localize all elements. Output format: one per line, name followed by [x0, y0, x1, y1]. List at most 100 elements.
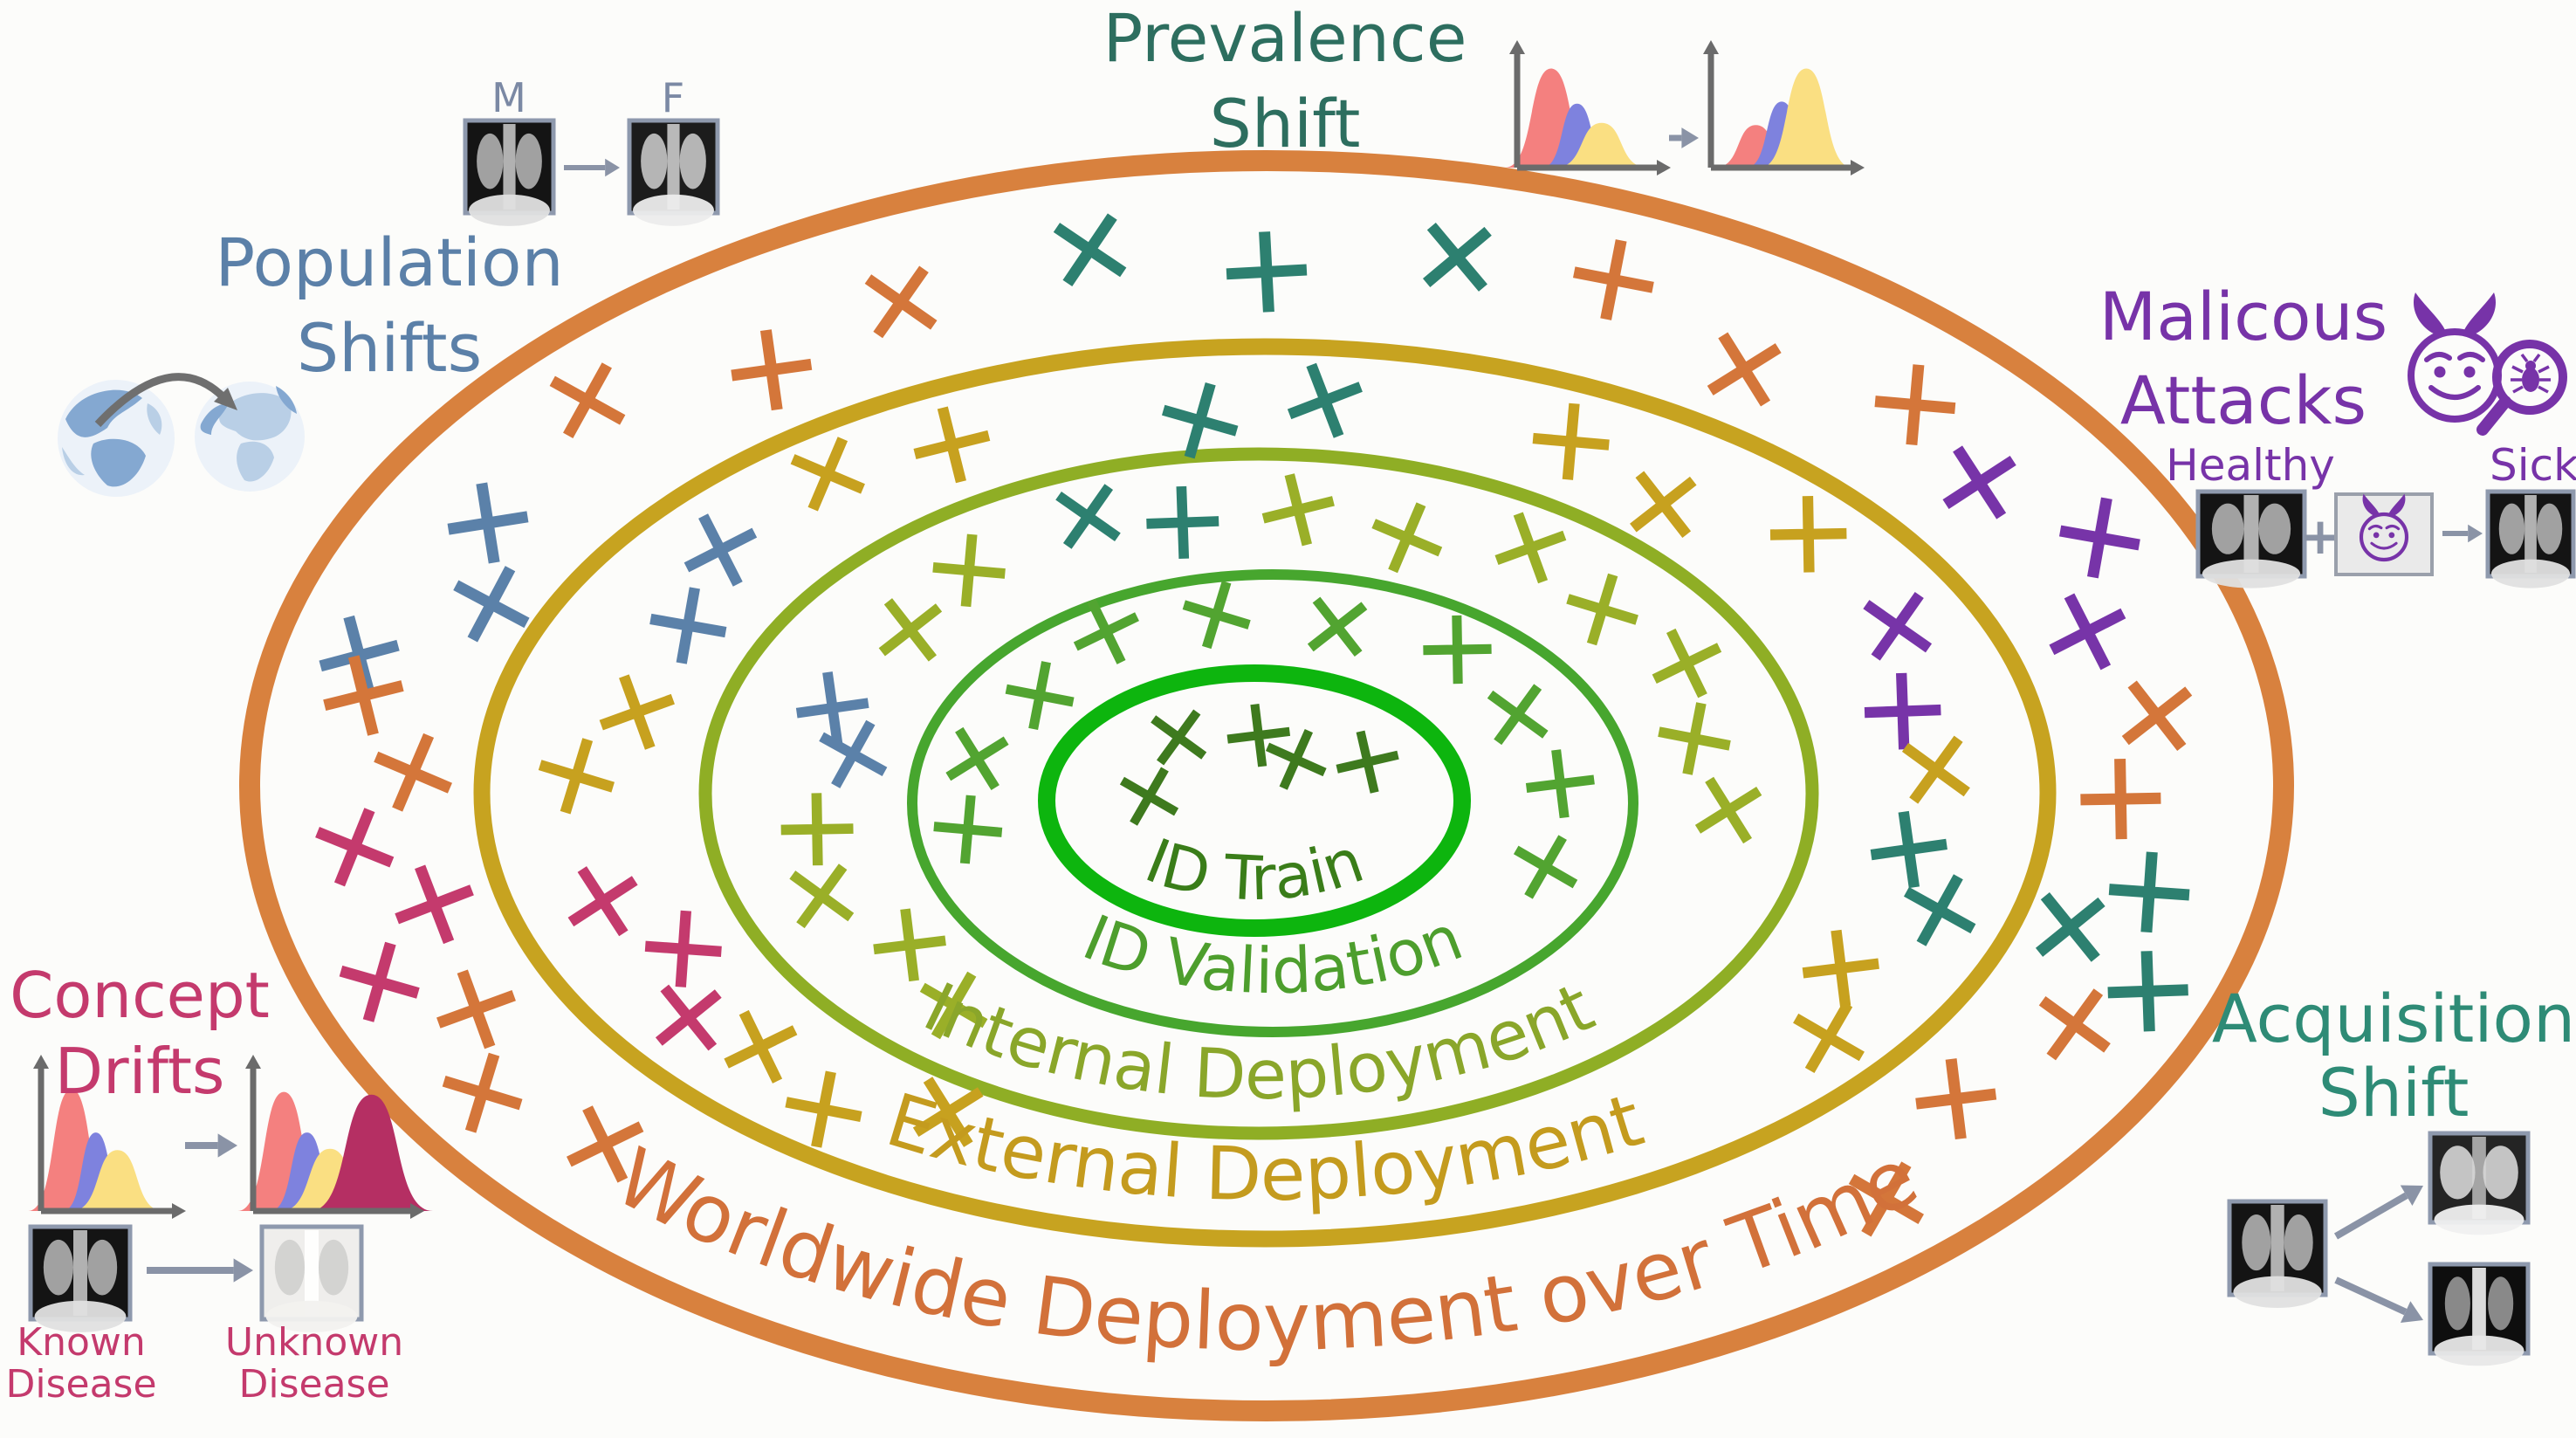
ring-label-id-train: ID Train [1137, 824, 1372, 915]
sample-cross-mustard [1802, 929, 1879, 1008]
acquisition-line1: Acquisition [2212, 980, 2575, 1057]
xray-healthy [2195, 489, 2307, 588]
sample-cross-dkgreen [1336, 730, 1399, 794]
sample-cross-mustard [599, 674, 675, 750]
arrow-known-unknown [147, 1258, 253, 1283]
sample-cross-olive [919, 971, 988, 1040]
known-label-line2: Disease [5, 1362, 156, 1407]
sample-cross-orange [864, 265, 938, 339]
xray-unknown [259, 1224, 364, 1332]
malicous-attacks-label: Malicous Attacks [2099, 278, 2387, 439]
sample-cross-orange [323, 655, 404, 736]
xray-sick [2485, 489, 2576, 588]
icons-layer [28, 40, 2576, 1366]
sample-cross-mustard [912, 1077, 984, 1147]
sample-cross-orange [731, 329, 813, 411]
sample-cross-teal [2108, 851, 2190, 933]
sample-cross-dkgreen [1265, 729, 1327, 790]
attack-box [2334, 494, 2434, 576]
sample-cross-mustard [1793, 1001, 1865, 1074]
sample-cross-teal [1161, 382, 1239, 459]
sample-cross-orange [442, 1052, 523, 1133]
concept-line1: Concept [10, 959, 270, 1032]
population-line1: Population [215, 224, 563, 301]
sample-cross-teal [1226, 231, 1308, 313]
sample-cross-green [1525, 749, 1595, 819]
axis-arrowhead-up [245, 1055, 261, 1069]
plot-prevalence-before [1504, 40, 1671, 175]
healthy-label: Healthy [2166, 440, 2335, 491]
distribution-peak [310, 1094, 433, 1211]
sample-cross-green [1487, 684, 1549, 746]
rings-layer [239, 150, 2294, 1421]
arrow-acq-bottom [2334, 1276, 2423, 1323]
bug-magnifier-icon [2476, 340, 2567, 436]
prevalence-line2: Shift [1210, 85, 1361, 162]
devil-icon [2411, 292, 2498, 419]
sample-cross-blue [649, 587, 727, 664]
sample-cross-olive [1566, 573, 1638, 646]
arrow-devil-sick [2442, 524, 2483, 543]
sample-cross-mustard [1901, 735, 1970, 804]
sample-cross-orange [1573, 239, 1654, 320]
sample-cross-orange [1915, 1058, 1997, 1140]
sample-cross-olive [1694, 776, 1762, 844]
population-shifts-label: Population Shifts [215, 224, 563, 387]
ring-worldwide [239, 150, 2294, 1421]
sample-cross-teal [1422, 222, 1492, 292]
sample-cross-orange [374, 733, 452, 812]
sample-cross-purple [2049, 593, 2126, 671]
sample-cross-olive [1371, 502, 1443, 574]
concept-line2: Drifts [55, 1035, 225, 1108]
sample-cross-mustard [724, 1009, 798, 1084]
sample-cross-blue [447, 482, 529, 564]
sample-cross-olive [873, 908, 946, 982]
sample-cross-mustard [1532, 403, 1610, 480]
sample-cross-olive [932, 533, 1006, 608]
malicious-icons [2334, 292, 2567, 576]
ring-label-id-validation: ID Validation [1074, 900, 1472, 1008]
sample-cross-olive [1652, 628, 1722, 698]
axis-arrowhead-up [33, 1055, 49, 1069]
sample-cross-olive [780, 793, 854, 866]
sample-cross-orange [2080, 758, 2161, 840]
sample-cross-dkgreen [1151, 709, 1207, 766]
arrow-mf [564, 158, 620, 177]
sample-cross-orange [2121, 680, 2193, 752]
xray-acq-top [2428, 1131, 2531, 1235]
male-label: M [491, 74, 526, 121]
xray-known [28, 1224, 133, 1332]
ring-external [473, 338, 2057, 1248]
sample-cross-blue [453, 566, 530, 643]
xray-acq-bottom [2428, 1262, 2531, 1366]
ring-internal [698, 447, 1819, 1140]
sample-cross-magenta [395, 864, 474, 945]
sick-label: Sick [2490, 440, 2576, 491]
migration-arrowhead [214, 388, 237, 410]
sample-cross-purple [1942, 445, 2016, 519]
sample-cross-magenta [339, 941, 420, 1022]
sample-cross-green [933, 795, 1003, 864]
distribution-peak [72, 1150, 164, 1211]
sample-cross-olive [878, 598, 943, 662]
sample-cross-teal [1870, 810, 1947, 889]
sample-cross-mustard [1630, 471, 1697, 538]
distribution-peak [1760, 68, 1853, 168]
concept-drifts-label: Concept Drifts [10, 959, 270, 1108]
sample-cross-purple [1864, 672, 1941, 750]
sample-cross-magenta [315, 808, 395, 887]
prevalence-shift-label: Prevalence Shift [1103, 0, 1467, 162]
axis-arrowhead-up [1703, 40, 1719, 54]
axis-arrowhead-right [1657, 160, 1671, 175]
sample-cross-orange [567, 1105, 644, 1183]
sample-cross-dkgreen [1226, 703, 1291, 767]
sample-cross-magenta [655, 984, 722, 1051]
axis-arrowhead-right [1851, 160, 1865, 175]
sample-cross-magenta [644, 910, 722, 987]
sample-cross-green [1182, 581, 1251, 650]
distribution-peak [1555, 122, 1648, 168]
sample-cross-green [945, 726, 1009, 790]
plot-concept-before [28, 1055, 186, 1219]
